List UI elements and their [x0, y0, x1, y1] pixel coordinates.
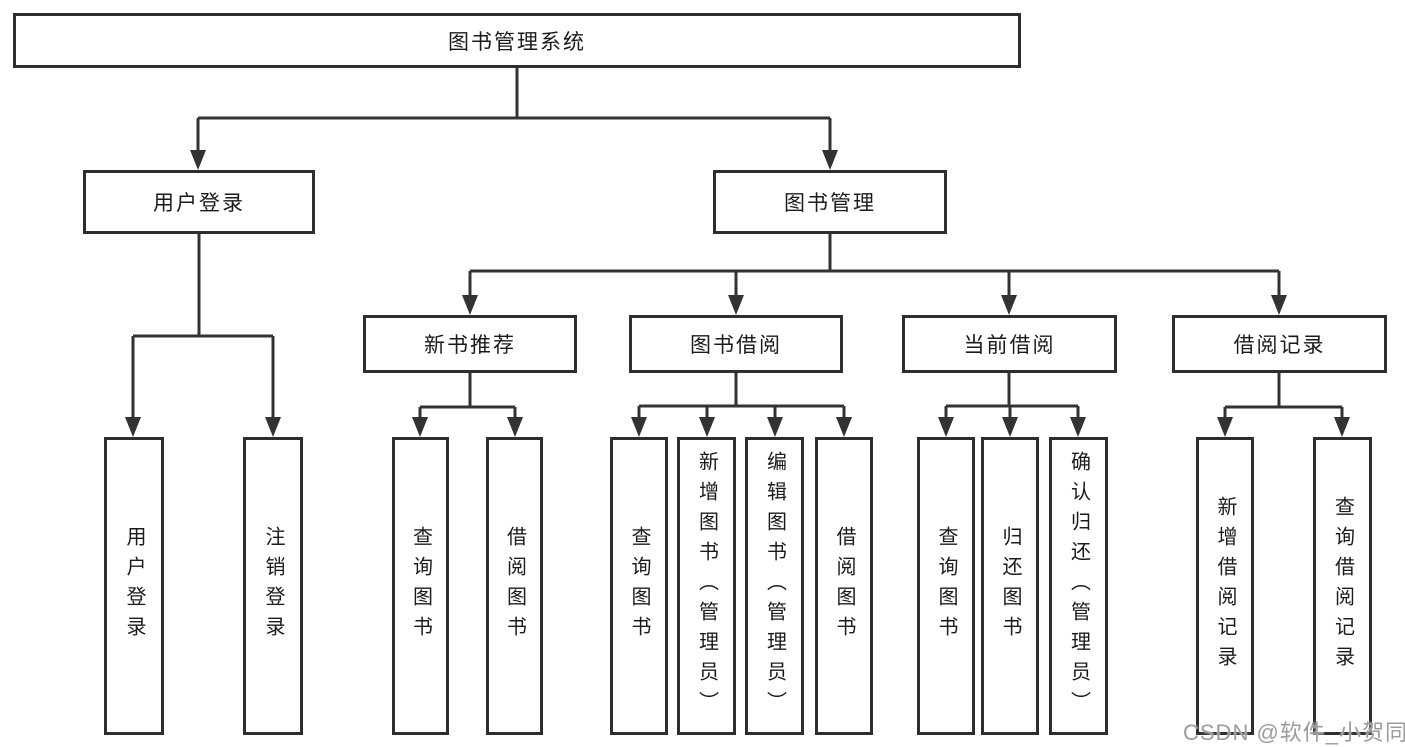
arrowhead — [822, 150, 838, 170]
root-connector — [196, 68, 832, 152]
leaf-user-login: 用户登录 — [104, 437, 164, 735]
arrowhead — [1002, 417, 1018, 437]
arrowhead — [462, 295, 478, 315]
leaf-edit-book-admin: 编辑图书（管理员） — [745, 437, 804, 735]
leaf-confirm-return-admin: 确认归还（管理员） — [1049, 437, 1108, 735]
node-book-borrow: 图书借阅 — [629, 315, 843, 373]
node-user-login: 用户登录 — [83, 170, 315, 234]
leaf-label: 归还图书 — [999, 526, 1021, 646]
leaf-label: 用户登录 — [123, 526, 145, 646]
leaf-query-borrow-record: 查询借阅记录 — [1313, 437, 1372, 735]
leaf-query-books-current: 查询图书 — [917, 437, 975, 735]
book-management-connector — [468, 233, 1281, 297]
leaf-label: 借阅图书 — [833, 526, 855, 646]
leaf-label: 编辑图书（管理员） — [763, 451, 786, 721]
borrow-records-connector — [1223, 373, 1344, 419]
arrowhead — [728, 295, 744, 315]
leaf-label: 新增借阅记录 — [1214, 496, 1236, 676]
arrowhead — [699, 417, 715, 437]
leaf-label: 确认归还（管理员） — [1067, 451, 1090, 721]
current-borrow-connector — [944, 373, 1080, 419]
arrowhead — [1001, 295, 1017, 315]
arrowhead — [767, 417, 783, 437]
node-current-borrow: 当前借阅 — [902, 315, 1117, 373]
leaf-label: 注销登录 — [262, 526, 284, 646]
book-borrow-connector — [637, 373, 846, 419]
node-borrow-records: 借阅记录 — [1172, 315, 1387, 373]
csdn-watermark: CSDN @软件_小贺同学 — [1183, 720, 1405, 745]
leaf-label: 查询图书 — [409, 526, 432, 646]
arrowhead — [1217, 417, 1233, 437]
arrowhead — [125, 417, 141, 437]
arrowhead — [507, 417, 523, 437]
arrowhead — [1070, 417, 1086, 437]
leaf-label: 借阅图书 — [503, 526, 526, 646]
leaf-logout: 注销登录 — [243, 437, 303, 735]
leaf-label: 查询图书 — [628, 526, 650, 646]
leaf-label: 查询图书 — [935, 526, 957, 646]
node-book-management: 图书管理 — [713, 170, 947, 234]
leaf-query-books-borrow: 查询图书 — [610, 437, 668, 735]
leaf-return-books: 归还图书 — [981, 437, 1039, 735]
arrowhead — [265, 417, 281, 437]
arrowhead — [938, 417, 954, 437]
arrowhead — [190, 150, 206, 170]
node-library-management-system: 图书管理系统 — [13, 13, 1021, 68]
user-login-connector — [131, 233, 275, 419]
arrowhead — [631, 417, 647, 437]
new-book-connector — [418, 373, 517, 419]
leaf-add-borrow-record: 新增借阅记录 — [1196, 437, 1254, 735]
leaf-label: 新增图书（管理员） — [695, 451, 718, 721]
leaf-label: 查询借阅记录 — [1331, 496, 1354, 676]
leaf-borrow-books-recommend: 借阅图书 — [486, 437, 543, 735]
leaf-add-book-admin: 新增图书（管理员） — [677, 437, 736, 735]
arrowhead — [1334, 417, 1350, 437]
leaf-query-books-recommend: 查询图书 — [392, 437, 449, 735]
leaf-borrow-books: 借阅图书 — [815, 437, 873, 735]
arrowhead — [836, 417, 852, 437]
arrowhead — [412, 417, 428, 437]
node-new-book-recommend: 新书推荐 — [363, 315, 577, 373]
arrowhead — [1271, 295, 1287, 315]
